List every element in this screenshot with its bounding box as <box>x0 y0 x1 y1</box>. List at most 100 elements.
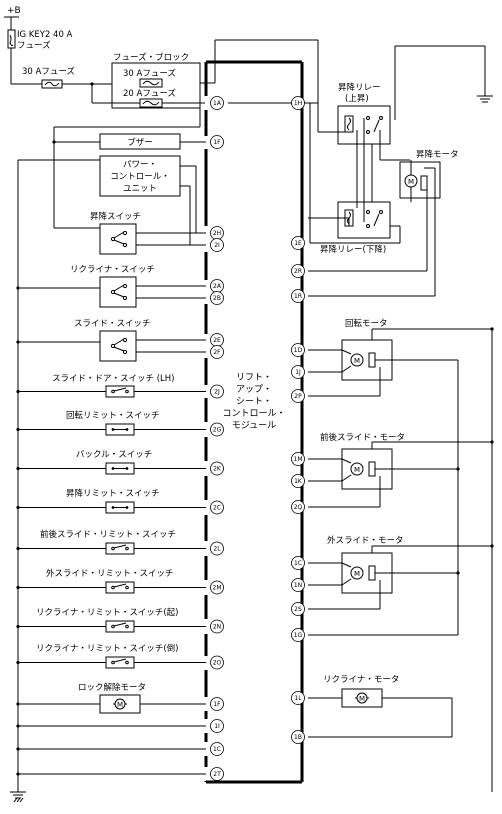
lift-motor <box>399 161 441 199</box>
power-section: +B IG KEY2 40 A フューズ 30 Aフューズ フューズ・ブロック … <box>4 6 319 109</box>
lift-motor-label: 昇降モータ <box>416 149 459 160</box>
svg-text:1R: 1R <box>294 293 302 300</box>
buckle-switch-label: バックル・スイッチ <box>76 450 152 460</box>
lift-switch-group: 昇降スイッチ <box>54 211 206 255</box>
pin-right-1r: 1R <box>291 289 305 303</box>
svg-text:1F: 1F <box>213 139 221 146</box>
svg-text:1J: 1J <box>295 369 301 376</box>
pin-left-2l: 2L <box>210 541 224 556</box>
recl-limit-up-label: リクライナ・リミット・スイッチ(起) <box>36 608 178 618</box>
pin-left-2g: 2G <box>210 422 224 437</box>
rotation-motor-group: 回転モータ M <box>308 319 494 397</box>
svg-text:1A: 1A <box>213 100 222 107</box>
svg-text:1C: 1C <box>294 560 302 567</box>
pin-right-2r: 2R <box>291 264 305 278</box>
pcu-label-1: パワー・ <box>123 160 157 170</box>
ig-fuse-suffix: フューズ <box>17 40 51 51</box>
svg-text:1E: 1E <box>294 240 302 247</box>
lift-relay-down-label: 昇降リレー(下降) <box>320 244 386 255</box>
pcu-label-2: コントロール・ <box>110 172 170 182</box>
module-label-2: アップ・ <box>236 384 272 395</box>
recliner-switch-label: リクライナ・スイッチ <box>70 265 155 275</box>
module-label-4: コントロール・ <box>222 409 285 419</box>
pin-right-1j: 1J <box>291 365 305 379</box>
out-slide-motor-symbol: M <box>354 570 360 578</box>
pins-right: 1H 1E 2R 1R 1D 1J 2P 1M 1K 2Q 1C 1N 2S 1… <box>291 96 305 744</box>
pin-left-2b: 2B <box>210 291 224 305</box>
buzzer-group: ブザー <box>52 103 206 228</box>
pin-right-2p: 2P <box>291 389 305 403</box>
lift-relay-up-label-2: (上昇) <box>345 94 369 104</box>
fr-slide-motor-symbol: M <box>354 466 360 474</box>
pin-left-2o: 2O <box>210 655 224 670</box>
power-label: +B <box>7 6 21 16</box>
pin-left-1c: 1C <box>210 742 224 756</box>
recliner-limit-switch-down: リクライナ・リミット・スイッチ(倒) <box>16 643 206 669</box>
lift-switch <box>99 223 137 255</box>
power-control-unit <box>99 155 181 197</box>
recliner-limit-switch-up: リクライナ・リミット・スイッチ(起) <box>16 608 206 633</box>
slide-door-switch-label: スライド・ドア・スイッチ (LH) <box>52 374 174 384</box>
svg-text:1G: 1G <box>294 632 303 639</box>
svg-text:2I: 2I <box>214 242 220 249</box>
control-module: リフト・ アップ・ シート・ コントロール・ モジュール <box>204 60 304 784</box>
slide-switch-group: スライド・スイッチ <box>16 319 206 362</box>
svg-text:2M: 2M <box>213 585 222 592</box>
recl-limit-down-label: リクライナ・リミット・スイッチ(倒) <box>36 643 178 654</box>
fr-slide-motor-label: 前後スライド・モータ <box>320 432 405 443</box>
lift-limit-switch: 昇降リミット・スイッチ <box>16 488 206 514</box>
pin-right-1g: 1G <box>291 628 305 642</box>
pin-left-2j: 2J <box>210 384 224 399</box>
svg-text:1F: 1F <box>213 701 221 708</box>
fb20-label: 20 Aフューズ <box>123 88 176 99</box>
out-slide-limit-switch: 外スライド・リミット・スイッチ <box>16 568 206 594</box>
svg-text:1L: 1L <box>294 695 302 702</box>
lift-relay-down-group: 昇降リレー(下降) <box>320 201 391 255</box>
svg-text:2J: 2J <box>214 389 220 396</box>
pin-left-2n: 2N <box>210 619 224 634</box>
svg-text:2F: 2F <box>213 349 221 356</box>
recliner-switch-group: リクライナ・スイッチ <box>16 265 206 308</box>
fr-slide-limit-switch: 前後スライド・リミット・スイッチ <box>16 529 206 555</box>
fr-slide-motor-group: 前後スライド・モータ M <box>308 432 494 508</box>
pin-left-1a: 1A <box>210 96 224 110</box>
slide-switch <box>99 330 137 362</box>
pins-left: 1A 1F 2H 2I 2A 2B 2E 2F 2J 2G 2K 2C 2L 2… <box>210 96 224 781</box>
svg-text:1M: 1M <box>294 456 303 463</box>
lift-motor-group: 昇降モータ M <box>399 149 459 296</box>
pin-right-1m: 1M <box>291 452 305 466</box>
pin-left-2t: 2T <box>210 767 224 781</box>
pin-left-1f-b: 1F <box>210 697 224 711</box>
fuse-block-label: フューズ・ブロック <box>113 52 189 63</box>
recliner-switch <box>99 276 137 308</box>
out-slide-motor-label: 外スライド・モータ <box>327 535 404 546</box>
svg-text:2L: 2L <box>213 546 221 553</box>
svg-text:2G: 2G <box>213 427 222 434</box>
module-label-3: シート・ <box>236 397 272 407</box>
ground-bus <box>10 159 100 803</box>
svg-text:1I: 1I <box>214 723 220 730</box>
svg-text:1D: 1D <box>294 347 303 354</box>
svg-text:2O: 2O <box>213 660 222 667</box>
rotation-limit-switch: 回転リミット・スイッチ <box>16 411 206 436</box>
svg-text:2Q: 2Q <box>294 504 303 511</box>
pin-left-2c: 2C <box>210 500 224 515</box>
svg-text:1K: 1K <box>294 478 303 485</box>
buckle-switch: バックル・スイッチ <box>16 450 206 475</box>
svg-text:1H: 1H <box>294 100 302 107</box>
svg-text:2H: 2H <box>213 230 221 237</box>
pin-left-2e: 2E <box>210 333 224 347</box>
svg-text:2P: 2P <box>294 393 302 400</box>
fb30-label: 30 Aフューズ <box>123 68 176 79</box>
pin-left-2k: 2K <box>210 461 224 476</box>
slide-switch-label: スライド・スイッチ <box>74 319 151 329</box>
lock-release-motor-label: ロック解除モータ <box>78 682 146 693</box>
pin-right-1h: 1H <box>291 96 305 110</box>
recliner-motor-symbol: M <box>359 695 365 703</box>
fuse-block-frame <box>111 62 201 109</box>
pin-right-1e: 1E <box>291 236 305 250</box>
pin-right-2q: 2Q <box>291 500 305 514</box>
pin-right-1b: 1B <box>291 730 305 744</box>
slide-door-switch-lh: スライド・ドア・スイッチ (LH) <box>16 374 206 398</box>
lift-limit-switch-label: 昇降リミット・スイッチ <box>66 488 160 499</box>
